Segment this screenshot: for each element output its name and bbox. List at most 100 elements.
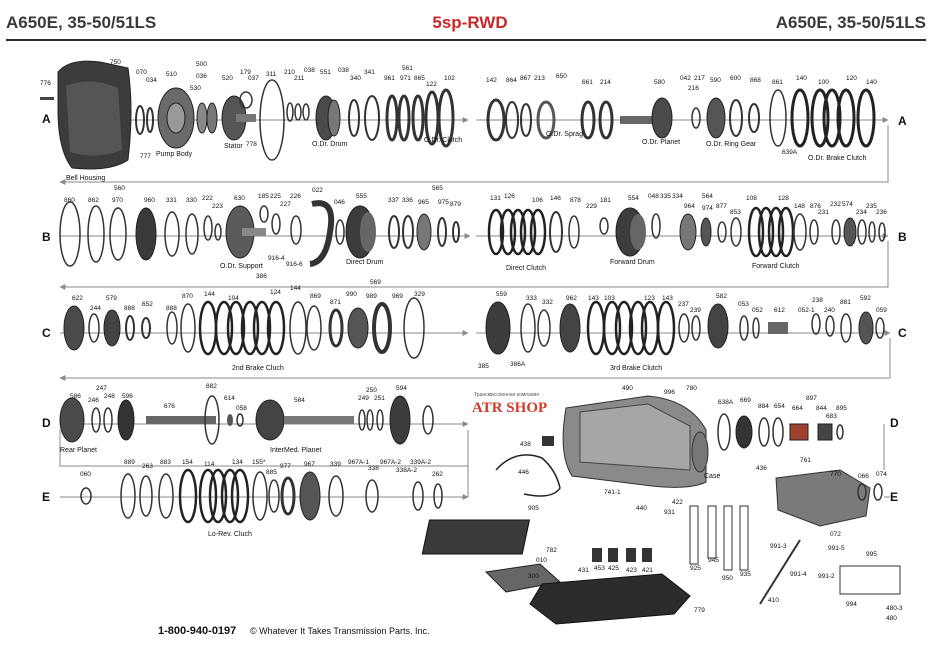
label-128: 128 [778,195,789,202]
ring-861 [769,89,787,147]
label-142: 142 [486,77,497,84]
label-664: 664 [792,405,803,412]
label-960: 960 [144,197,155,204]
label-885: 885 [266,469,277,476]
label-337: 337 [388,197,399,204]
label-991-3: 991-3 [770,543,787,550]
label-876: 876 [810,203,821,210]
ring-222 [203,215,213,241]
label-991-4: 991-4 [790,571,807,578]
label-853: 853 [730,209,741,216]
label-direct-drum: Direct Drum [346,259,384,266]
ring-074 [873,483,883,501]
ring-048 [651,213,661,239]
label-case: Case [704,473,720,480]
label-579: 579 [106,295,117,302]
label-782: 782 [546,547,557,554]
drum-596 [117,399,135,441]
label-964: 964 [684,203,695,210]
label-246: 246 [88,397,99,404]
label-214: 214 [600,79,611,86]
label-994: 994 [846,601,857,608]
label-pump-body: Pump Body [156,151,193,158]
watermark-brand: ATR SHOP [472,400,548,416]
ring-336 [402,215,414,249]
spring-925 [689,505,699,565]
label-480-3: 480-3 [886,605,903,612]
label-661: 661 [582,79,593,86]
ring-234 [857,219,867,245]
label-520: 520 [222,75,233,82]
bolt-776 [40,97,54,100]
label-741-1: 741-1 [604,489,621,496]
oil-pan-300 [529,573,691,625]
label-238: 238 [812,297,823,304]
label-897: 897 [806,395,817,402]
label-559: 559 [496,291,507,298]
label-877: 877 [716,203,727,210]
label-950: 950 [722,575,733,582]
label-676: 676 [164,403,175,410]
label-131: 131 [490,195,501,202]
label-120: 120 [846,75,857,82]
label-216: 216 [688,85,699,92]
label-654: 654 [774,403,785,410]
ring-661 [580,100,596,140]
label-124: 124 [270,289,281,296]
label-436: 436 [756,465,767,472]
third-brake-103b [614,300,634,356]
label-868: 868 [750,77,761,84]
ring-888 [125,315,135,341]
label-bell-housing: Bell Housing [66,175,105,182]
row-c-parts [63,297,885,359]
label-3rd-brake: 3rd Brake Clutch [610,365,662,372]
shaft-612 [768,322,788,334]
label-143a: 143 [588,295,599,302]
label-965: 965 [418,199,429,206]
ring-882 [204,395,220,445]
label-750: 750 [110,59,121,66]
label-584: 584 [294,397,305,404]
row-e-parts [80,436,901,625]
label-rear-planet: Rear Planet [60,447,97,454]
label-779: 779 [694,607,705,614]
label-974: 974 [702,205,713,212]
spring-945 [707,505,717,559]
label-034: 034 [146,77,157,84]
label-od-support: O.Dr. Support [220,263,263,270]
label-intermed-planet: InterMed. Planet [270,447,321,454]
label-961: 961 [384,75,395,82]
sprag-989 [347,307,369,349]
label-262: 262 [432,471,443,478]
row-label-e-right: E [890,490,899,504]
solenoid-423 [626,548,636,562]
od-brake-100a [810,88,830,148]
label-630: 630 [234,195,245,202]
ring-888b [166,311,178,345]
ring-179 [239,91,253,109]
label-046: 046 [334,199,345,206]
ring-250 [366,409,374,431]
label-234: 234 [856,209,867,216]
lorev-clutch-154 [178,468,198,524]
ring-878 [568,215,580,249]
second-brake-124a [240,300,260,356]
output-shaft-584 [284,416,354,424]
label-154: 154 [182,459,193,466]
label-181: 181 [600,197,611,204]
label-574: 574 [842,201,853,208]
label-lorev-clutch: Lo-Rev. Cluch [208,531,252,538]
ring-885 [268,479,280,513]
label-421: 421 [642,567,653,574]
ring-868 [748,103,760,133]
od-brake-120 [836,88,856,148]
ring-070 [135,105,145,135]
ring-883 [158,473,174,519]
label-direct-clutch: Direct Clutch [506,265,546,272]
label-240: 240 [824,307,835,314]
label-761: 761 [800,457,811,464]
label-614: 614 [224,395,235,402]
label-222: 222 [202,195,213,202]
label-052-1: 052-1 [798,307,815,314]
